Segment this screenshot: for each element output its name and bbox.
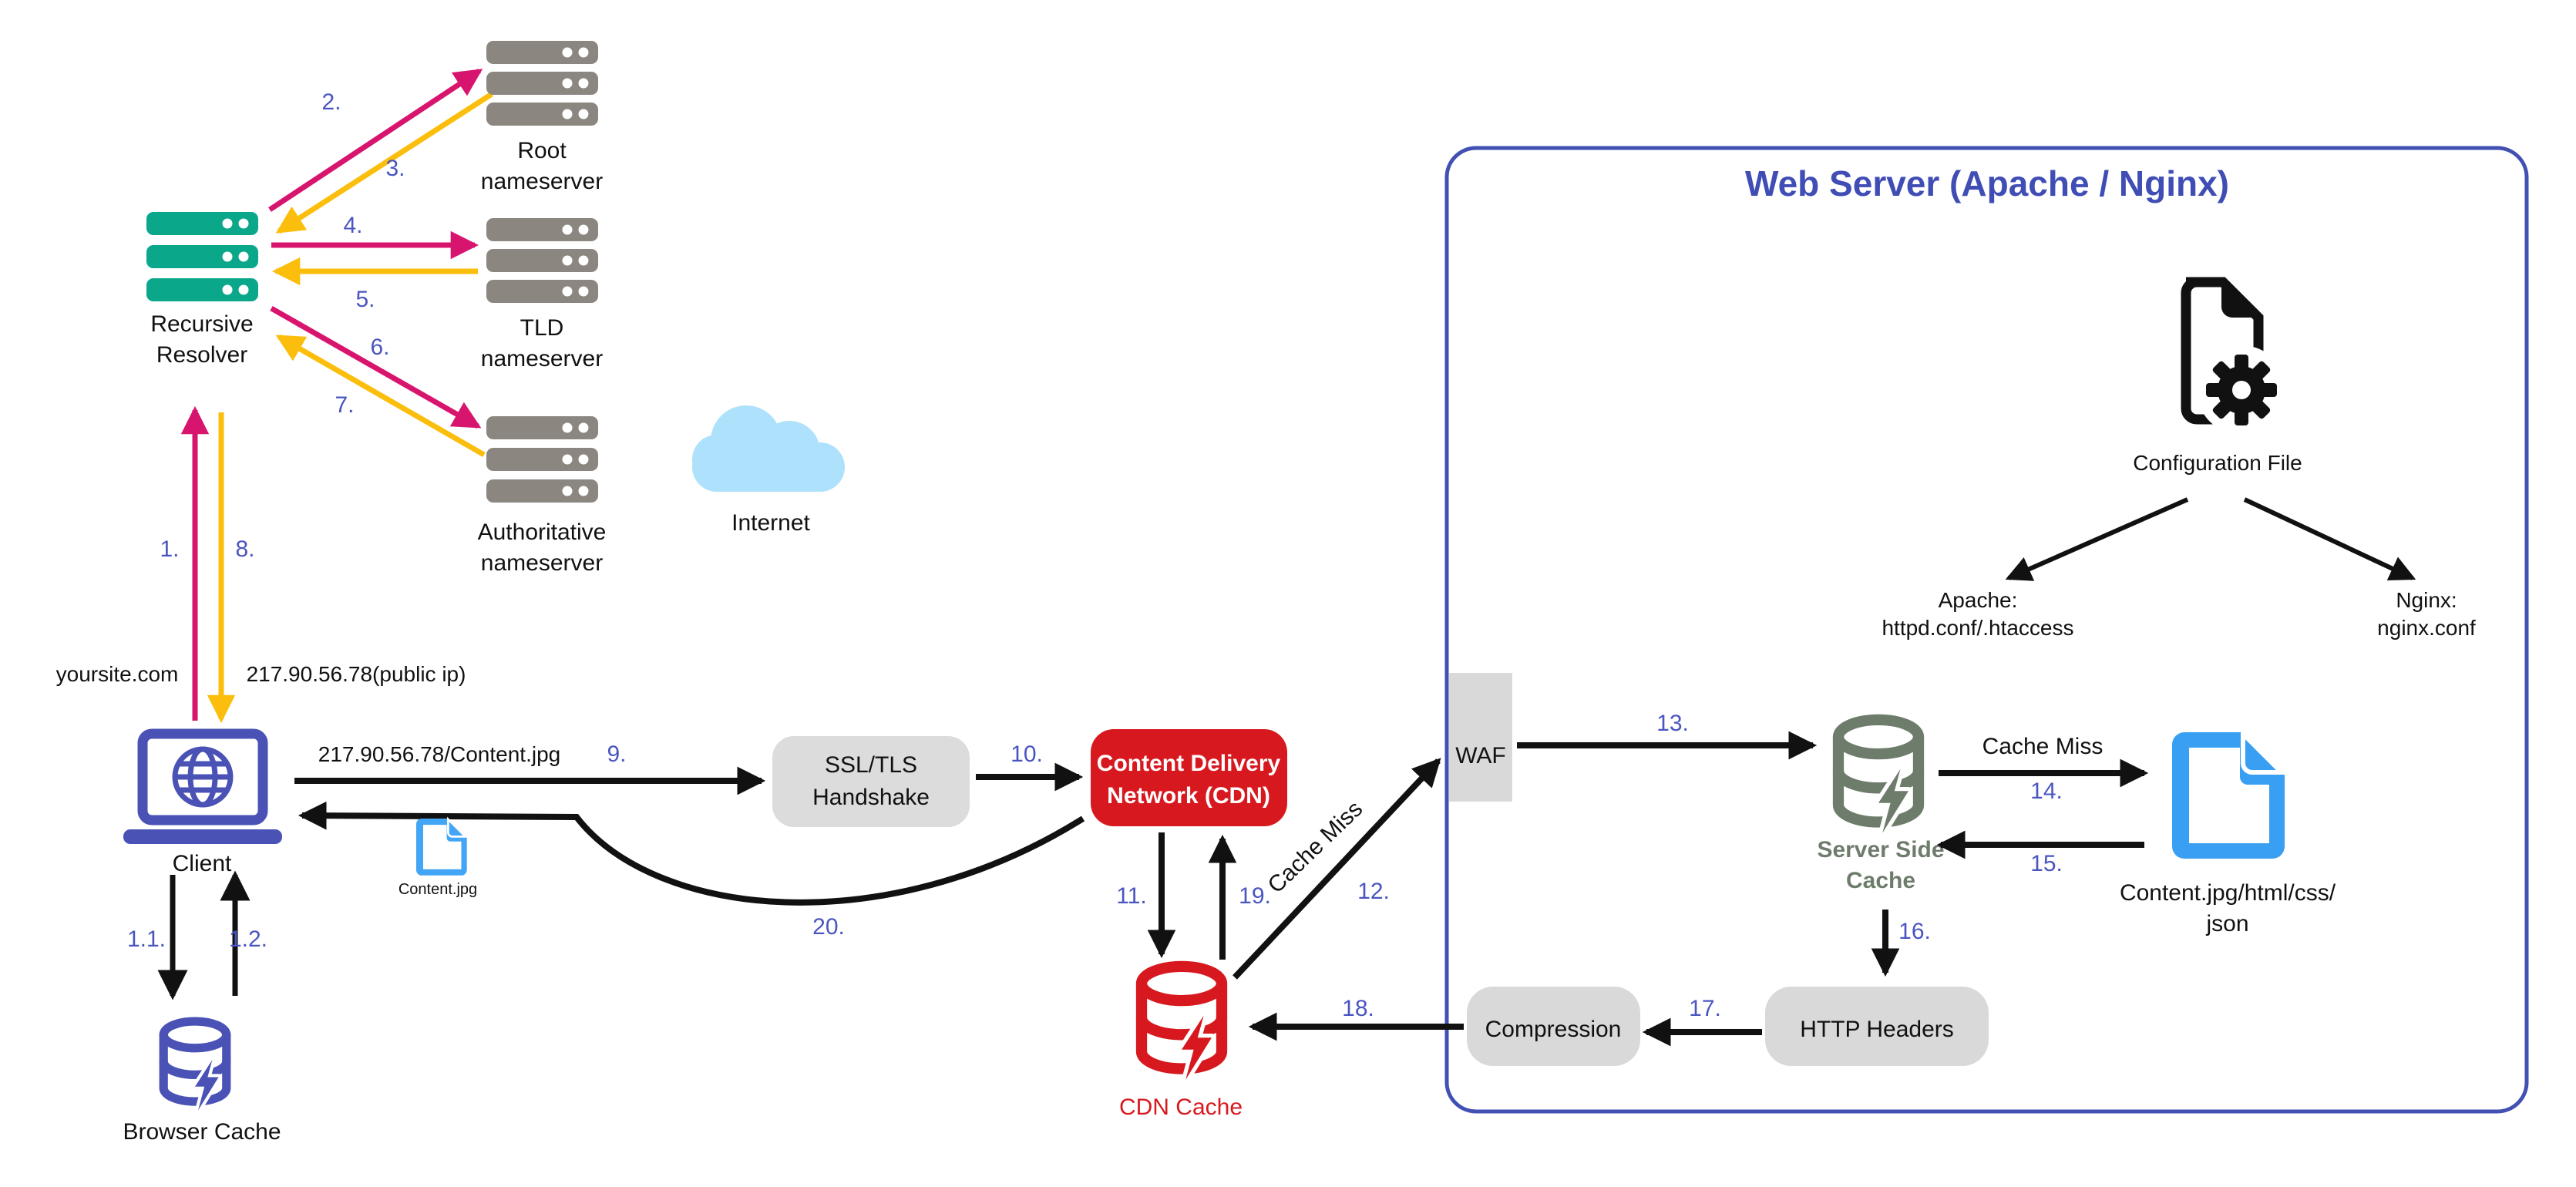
- internet-cloud-icon: [692, 405, 845, 492]
- authoritative-nameserver-label-2: nameserver: [481, 550, 603, 576]
- step-3-label: 3.: [385, 156, 405, 181]
- step-18-label: 18.: [1342, 996, 1374, 1021]
- step-15-label: 15.: [2030, 851, 2063, 876]
- tld-nameserver-label-1: TLD: [520, 315, 564, 341]
- step-5-label: 5.: [355, 287, 375, 312]
- http-headers-label: HTTP Headers: [1800, 1017, 1954, 1042]
- yoursite-label: yoursite.com: [56, 662, 179, 686]
- recursive-resolver-label-2: Resolver: [156, 342, 247, 368]
- step-7-label: 7.: [335, 392, 354, 418]
- arrow-step2-resolver-to-root: [268, 69, 483, 212]
- browser-cache-label: Browser Cache: [123, 1119, 281, 1145]
- root-nameserver-label-1: Root: [517, 138, 567, 163]
- step-20-label: 20.: [812, 914, 845, 940]
- root-nameserver-icon: [486, 41, 598, 126]
- cdn-label-2: Network (CDN): [1107, 783, 1270, 809]
- step-14-label: 14.: [2030, 778, 2063, 804]
- internet-label: Internet: [731, 510, 810, 536]
- configuration-file-label: Configuration File: [2133, 451, 2302, 475]
- step-1-1-label: 1.1.: [127, 926, 166, 952]
- step-13-label: 13.: [1656, 711, 1689, 736]
- webserver-box: Web Server (Apache / Nginx): [1444, 146, 2529, 1114]
- apache-label-2: httpd.conf/.htaccess: [1882, 616, 2073, 640]
- cache-miss-horizontal-label: Cache Miss: [1982, 734, 2104, 759]
- arrow-config-to-apache: [2005, 497, 2189, 581]
- step-1-2-label: 1.2.: [229, 926, 267, 952]
- server-side-cache-label-2: Cache: [1846, 868, 1915, 893]
- gear-icon: [2206, 355, 2277, 425]
- arrow-step20-cdn-to-client: [298, 801, 1085, 906]
- step-11-label: 11.: [1116, 883, 1146, 909]
- browser-cache-icon: [163, 1021, 227, 1110]
- returned-content-file-icon: [416, 816, 469, 876]
- step-12-label: 12.: [1357, 879, 1390, 904]
- step-10-label: 10.: [1011, 741, 1043, 767]
- dns-arrows: [180, 69, 493, 724]
- ssl-handshake-box: SSL/TLS Handshake: [772, 736, 970, 827]
- returned-content-file-label: Content.jpg: [399, 881, 477, 898]
- cdn-cache-label: CDN Cache: [1119, 1095, 1243, 1120]
- cdn-label-1: Content Delivery: [1097, 751, 1281, 776]
- arrow-step3-root-to-resolver: [275, 92, 493, 234]
- waf-box: WAF: [1449, 673, 1512, 802]
- client-laptop-icon: [123, 728, 282, 844]
- step-4-label: 4.: [343, 213, 362, 238]
- ssl-label-2: Handshake: [812, 785, 930, 810]
- step-8-label: 8.: [235, 536, 254, 562]
- recursive-resolver-icon: [146, 212, 258, 301]
- nginx-label-1: Nginx:: [2396, 588, 2457, 612]
- configuration-file-icon: [2181, 277, 2286, 435]
- public-ip-label: 217.90.56.78(public ip): [247, 662, 466, 686]
- arrow-step7-auth-to-resolver: [275, 334, 486, 458]
- authoritative-nameserver-label-1: Authoritative: [478, 520, 607, 545]
- http-headers-box: HTTP Headers: [1765, 987, 1989, 1066]
- tld-nameserver-icon: [486, 218, 598, 303]
- arrow-step6-resolver-to-auth: [270, 305, 482, 429]
- compression-box: Compression: [1467, 987, 1640, 1066]
- content-files-label-1: Content.jpg/html/css/: [2120, 880, 2336, 906]
- client-label: Client: [173, 851, 232, 876]
- webserver-title: Web Server (Apache / Nginx): [1745, 163, 2229, 203]
- step-19-label: 19.: [1239, 883, 1271, 909]
- root-nameserver-label-2: nameserver: [481, 169, 603, 194]
- step-2-label: 2.: [321, 89, 341, 115]
- authoritative-nameserver-icon: [486, 416, 598, 503]
- step-6-label: 6.: [370, 335, 389, 360]
- compression-label: Compression: [1485, 1017, 1622, 1042]
- ssl-label-1: SSL/TLS: [825, 752, 917, 778]
- content-files-label-2: json: [2205, 911, 2248, 936]
- nginx-label-2: nginx.conf: [2377, 616, 2476, 640]
- waf-label: WAF: [1455, 743, 1506, 768]
- content-files-icon: [2172, 728, 2288, 859]
- server-side-cache-icon: [1838, 720, 1919, 833]
- step-17-label: 17.: [1689, 996, 1721, 1021]
- recursive-resolver-label-1: Recursive: [150, 311, 253, 337]
- arrow-step12-cdncache-to-waf: [1233, 758, 1441, 980]
- step-9-label: 9.: [607, 741, 626, 767]
- cdn-box: Content Delivery Network (CDN): [1091, 729, 1287, 826]
- server-side-cache-label-1: Server Side: [1817, 837, 1944, 863]
- tld-nameserver-label-2: nameserver: [481, 346, 603, 372]
- arrow-config-to-nginx: [2243, 497, 2416, 580]
- request-url-label: 217.90.56.78/Content.jpg: [318, 742, 560, 766]
- step-1-label: 1.: [160, 536, 179, 562]
- cdn-cache-icon: [1142, 967, 1222, 1080]
- step-16-label: 16.: [1898, 919, 1931, 944]
- apache-label-1: Apache:: [1939, 588, 2018, 612]
